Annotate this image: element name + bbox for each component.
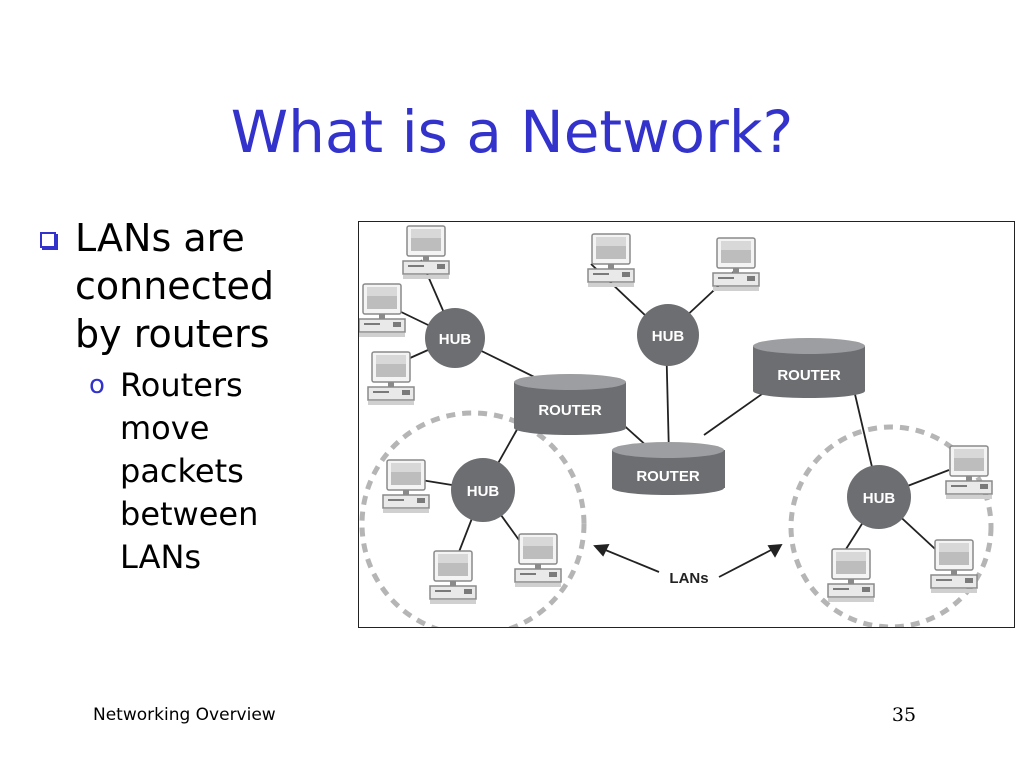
lan-boundary-right xyxy=(788,424,994,627)
lan-boundary-left xyxy=(359,410,587,627)
router-label: ROUTER xyxy=(538,402,602,419)
sub-bullet-text: Routers move packets between LANs xyxy=(120,366,259,576)
sub-bullet-item: o Routers move packets between LANs xyxy=(36,364,326,579)
computer-icon xyxy=(712,237,760,292)
hub-1: HUB xyxy=(425,308,485,368)
sub-bullet-marker: o xyxy=(89,370,105,400)
lans-annotation xyxy=(593,543,783,578)
hub-label: HUB xyxy=(863,490,896,507)
router-2: ROUTER xyxy=(612,442,725,495)
router-label: ROUTER xyxy=(636,468,700,485)
hub-label: HUB xyxy=(652,328,685,345)
computer-icon xyxy=(429,550,477,605)
computer-icon xyxy=(587,233,635,288)
computer-icon xyxy=(382,459,430,514)
network-diagram: ROUTER ROUTER ROUTER HUB HUB HUB xyxy=(358,221,1015,628)
hub-label: HUB xyxy=(467,483,500,500)
router-label: ROUTER xyxy=(777,367,841,384)
square-bullet-icon xyxy=(40,232,56,248)
hub-label: HUB xyxy=(439,331,472,348)
computer-icon xyxy=(514,533,562,588)
footer-title: Networking Overview xyxy=(93,705,276,725)
computer-icon xyxy=(930,539,978,594)
lans-label: LANs xyxy=(669,570,708,587)
hub-4: HUB xyxy=(847,465,911,529)
computer-icon xyxy=(945,445,993,500)
computer-icon xyxy=(359,283,406,338)
router-3: ROUTER xyxy=(753,338,865,398)
slide-title: What is a Network? xyxy=(230,98,794,166)
computer-icon xyxy=(827,548,875,603)
bullet-text: LANs are connected by routers xyxy=(75,216,274,356)
hub-2: HUB xyxy=(637,304,699,366)
page-number: 35 xyxy=(891,704,917,726)
computer-icon xyxy=(367,351,415,406)
bullet-list: LANs are connected by routers o Routers … xyxy=(36,214,326,579)
bullet-item: LANs are connected by routers xyxy=(36,214,326,358)
router-1: ROUTER xyxy=(514,374,626,435)
hub-3: HUB xyxy=(451,458,515,522)
computer-icon xyxy=(402,225,450,280)
